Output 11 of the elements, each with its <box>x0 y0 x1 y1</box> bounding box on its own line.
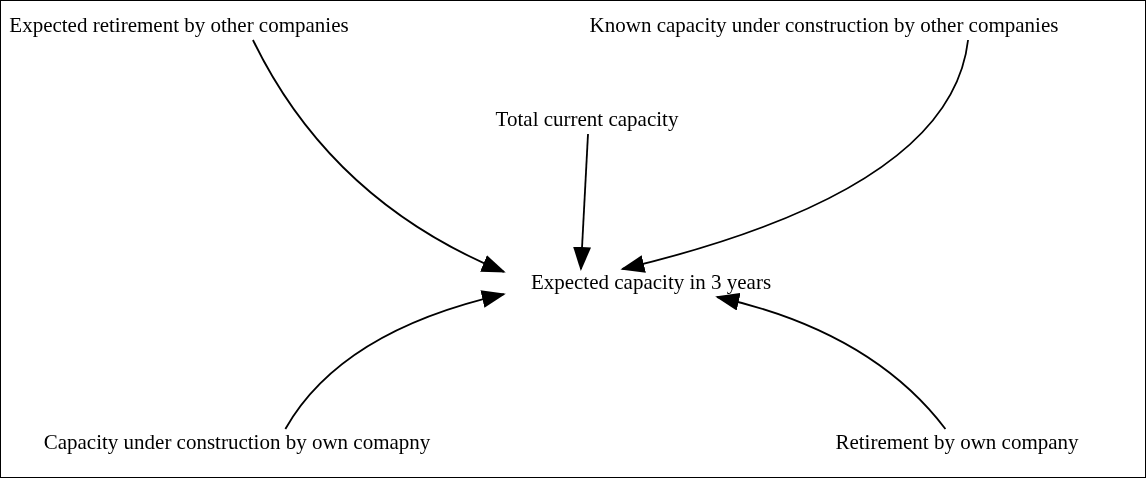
variable-label: Known capacity under construction by other companies <box>585 11 1063 39</box>
variable-label: Capacity under construction by own comapny <box>39 428 435 456</box>
arrow <box>573 133 592 271</box>
variable-label: Retirement by own company <box>831 428 1083 456</box>
arrow <box>715 293 947 430</box>
variable-label: Expected capacity in 3 years <box>502 268 800 296</box>
variable-label: Total current capacity <box>491 105 683 133</box>
arrow <box>284 290 506 430</box>
arrow <box>620 39 969 273</box>
variable-label: Expected retirement by other companies <box>5 11 353 39</box>
arrow <box>252 39 506 273</box>
